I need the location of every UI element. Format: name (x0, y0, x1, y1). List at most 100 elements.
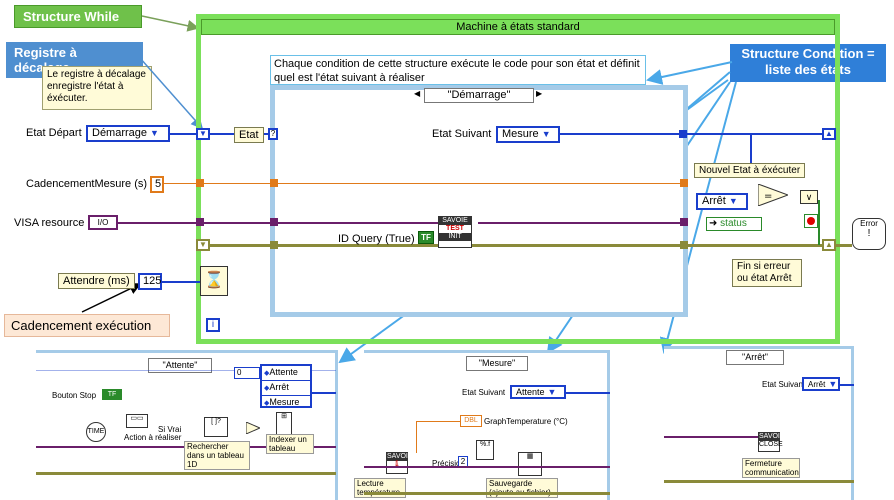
graph-terminal: DBL (460, 415, 482, 427)
enum-wire-down (750, 133, 752, 171)
case-selector[interactable]: "Démarrage" (424, 88, 534, 103)
enum-array-item: ◆Arrêt (262, 381, 310, 396)
mesure-graph-wire (416, 421, 460, 422)
mesure-etat-suivant-enum[interactable]: Attente▼ (510, 385, 566, 399)
arret-error-wire (664, 480, 854, 483)
attente-enum-wire (36, 370, 336, 371)
etat-depart-value: Démarrage (92, 127, 148, 139)
action-build-array-icon: ▭▭ (126, 414, 148, 428)
enum-wire-out (560, 133, 824, 135)
dropdown-icon: ▼ (150, 128, 159, 138)
cadencement-input[interactable]: 5 (150, 176, 164, 193)
case-mesure-selector[interactable]: "Mesure" (466, 356, 528, 371)
id-query-label: ID Query (True) (338, 233, 415, 245)
mesure-graph-wire-v (416, 421, 417, 453)
fermeture-label: Fermeture communication (742, 458, 800, 478)
nouvel-etat-label: Nouvel Etat à éxécuter (694, 163, 806, 178)
si-vrai-label: Si Vrai (158, 425, 182, 434)
action-label: Action à réaliser (124, 433, 182, 442)
shift-register-right: ▲ (822, 128, 836, 140)
condition-arrow-1 (646, 61, 733, 85)
structure-condition-callout: Structure Condition = liste des états (730, 44, 886, 82)
error-icon-label: Error (860, 219, 878, 228)
visa-tunnel (196, 218, 204, 226)
stop-wire (818, 200, 820, 245)
attente-out-wire (312, 392, 336, 394)
visa-initialize-icon[interactable]: SAVOIE TEST INIT (438, 216, 472, 248)
precision-label: Précision (432, 459, 465, 468)
iteration-terminal: i (206, 318, 220, 332)
increment-icon (246, 422, 260, 434)
arret-enum[interactable]: Arrêt▼ (696, 193, 748, 210)
index-constant[interactable]: 0 (234, 367, 260, 379)
wait-ms-icon[interactable]: ⌛ (200, 266, 228, 296)
case-error-tunnel-out (680, 241, 688, 249)
case-selector-tunnel: ? (268, 128, 278, 140)
etat-suivant-label: Etat Suivant (432, 128, 492, 140)
case-visa-tunnel (270, 218, 278, 226)
bouton-stop-terminal[interactable]: TF (102, 389, 122, 400)
case-structure-frame (270, 85, 688, 317)
enum-array-constant[interactable]: ◆Attente ◆Arrêt ◆Mesure (260, 364, 312, 408)
or-gate-icon: ∨ (800, 190, 818, 204)
error-shift-register-left: ▼ (196, 239, 210, 251)
lecture-icon: SAVOIE 🌡 (386, 452, 413, 474)
case-selector-next-arrow[interactable]: ▶ (536, 89, 543, 98)
id-query-constant[interactable]: TF (418, 231, 434, 244)
graph-label: GraphTemperature (°C) (484, 417, 568, 426)
case-visa-tunnel-out (680, 218, 688, 226)
mesure-etat-suivant-label: Etat Suivant (462, 388, 506, 397)
cadencement-wire (162, 183, 274, 184)
error-wire-out (836, 244, 852, 247)
dropdown-icon: ▼ (828, 379, 838, 389)
error-wire-main (206, 244, 824, 247)
arret-etat-suivant-enum[interactable]: Arrêt▼ (802, 377, 840, 391)
arret-etat-suivant-value: Arrêt (808, 380, 826, 389)
error-handler-icon[interactable]: Error ! (852, 218, 886, 250)
case-cadencement-tunnel (270, 179, 278, 187)
indexer-label: Indexer un tableau (266, 434, 314, 454)
sauvegarde-label: Sauvegarde (ajoute au fichier) (486, 478, 558, 498)
cadencement-tunnel (196, 179, 204, 187)
case-error-tunnel (270, 241, 278, 249)
format-icon: %.f (476, 440, 494, 460)
shift-register-note: Le registre à décalage enregistre l'état… (42, 66, 152, 110)
arret-value: Arrêt (702, 195, 726, 207)
attendre-label: Attendre (ms) (58, 273, 135, 289)
etat-suivant-enum[interactable]: Mesure▼ (496, 126, 560, 143)
arret-etat-suivant-label: Etat Suivant (762, 380, 806, 389)
warning-icon: ! (867, 228, 871, 239)
cadencement-wire-inner (278, 183, 684, 184)
cadencement-label: CadencementMesure (s) (26, 178, 148, 190)
cadencement-callout: Cadencement exécution (4, 314, 170, 337)
svg-text:=: = (764, 191, 772, 202)
mesure-visa-wire (364, 466, 610, 468)
attendre-wire (162, 281, 200, 283)
etat-depart-enum[interactable]: Démarrage▼ (86, 125, 170, 142)
visa-close-icon: SAVOIE CLOSE (758, 432, 785, 452)
visa-control[interactable]: I/O (88, 215, 118, 230)
attente-error-wire (36, 472, 336, 475)
mesure-enum-wire (566, 392, 610, 394)
attendre-input[interactable]: 125 (138, 273, 162, 290)
case-selector-prev-arrow[interactable]: ◀ (414, 89, 421, 98)
structure-while-callout: Structure While (14, 5, 142, 28)
unbundle-icon: ➜ (709, 218, 718, 229)
case-attente-selector[interactable]: "Attente" (148, 358, 212, 373)
case-cadencement-tunnel-out (680, 179, 688, 187)
error-shift-register-right: ▲ (822, 239, 836, 251)
rechercher-icon: [ ]? (204, 417, 228, 437)
equal-comparator-icon: = (758, 184, 788, 206)
mesure-error-wire (364, 492, 610, 495)
etat-depart-label: Etat Départ (26, 127, 82, 139)
case-arret-selector[interactable]: "Arrêt" (726, 350, 784, 365)
rechercher-label: Rechercher dans un tableau 1D (184, 441, 250, 470)
while-loop-title-bar: Machine à états standard (201, 19, 835, 35)
lecture-label: Lecture température (354, 478, 406, 498)
condition-note: Chaque condition de cette structure exéc… (270, 55, 646, 85)
attente-clock-icon: TIME (86, 422, 106, 442)
while-arrow (141, 15, 200, 32)
bouton-stop-label: Bouton Stop (52, 391, 97, 400)
fin-note: Fin si erreur ou état Arrêt (732, 259, 802, 287)
shift-register-left: ▼ (196, 128, 210, 140)
